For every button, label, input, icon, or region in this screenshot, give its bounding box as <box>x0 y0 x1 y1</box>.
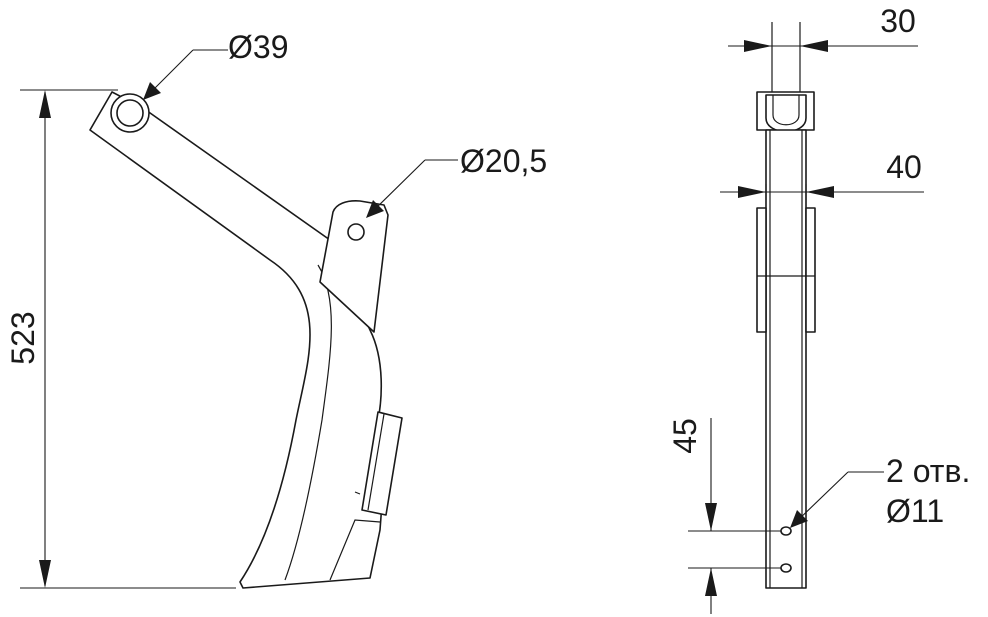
tip-wear-strip <box>329 519 381 581</box>
height-arrow-top <box>39 90 51 118</box>
bolt-holes-diameter-label: Ø11 <box>886 493 944 529</box>
main-bar <box>765 129 807 589</box>
top-clevis-loop-inner <box>772 95 800 126</box>
top-width-dim-label: 30 <box>880 3 916 39</box>
top-clevis-loop <box>765 94 807 133</box>
bracket-plate-left <box>756 207 767 333</box>
height-dim-label: 523 <box>5 311 41 364</box>
top-width-arrow-right <box>800 40 828 52</box>
bolt-holes-count-label: 2 отв. <box>886 453 970 489</box>
shank-inner-contour <box>284 264 332 581</box>
pivot-bushing-inner <box>116 99 144 127</box>
bracket-plate-right <box>805 207 816 333</box>
top-width-arrow-left <box>744 40 772 52</box>
bolt-holes-leader <box>795 471 849 523</box>
bolt-hole-upper <box>780 526 792 536</box>
front-view: 30 40 45 2 отв. Ø11 <box>667 3 970 614</box>
bar-width-dim-label: 40 <box>886 149 922 185</box>
bracket-hole-dim-label: Ø20,5 <box>460 143 547 179</box>
side-view: 523 Ø39 Ø20,5 <box>5 29 547 589</box>
hole-spacing-arrow-bottom <box>705 568 717 596</box>
top-hole-leader-arrow <box>143 82 161 100</box>
ripper-tine-body <box>89 91 384 589</box>
side-guide-edge <box>367 413 385 511</box>
bolt-holes-leader-arrow <box>790 510 808 528</box>
bolt-hole-lower <box>780 563 792 573</box>
bar-width-arrow-left <box>738 186 766 198</box>
bar-width-arrow-right <box>806 186 834 198</box>
hole-spacing-arrow-top <box>705 503 717 531</box>
bracket-hole-leader-arrow <box>366 200 384 218</box>
rivet-mark <box>354 491 361 495</box>
hole-spacing-dim-label: 45 <box>667 418 703 454</box>
bracket-hole <box>347 223 365 241</box>
height-arrow-bottom <box>39 560 51 588</box>
hinge-bracket-plate <box>319 200 389 333</box>
bracket-hole-leader <box>371 159 426 213</box>
top-hole-dim-label: Ø39 <box>228 29 288 65</box>
